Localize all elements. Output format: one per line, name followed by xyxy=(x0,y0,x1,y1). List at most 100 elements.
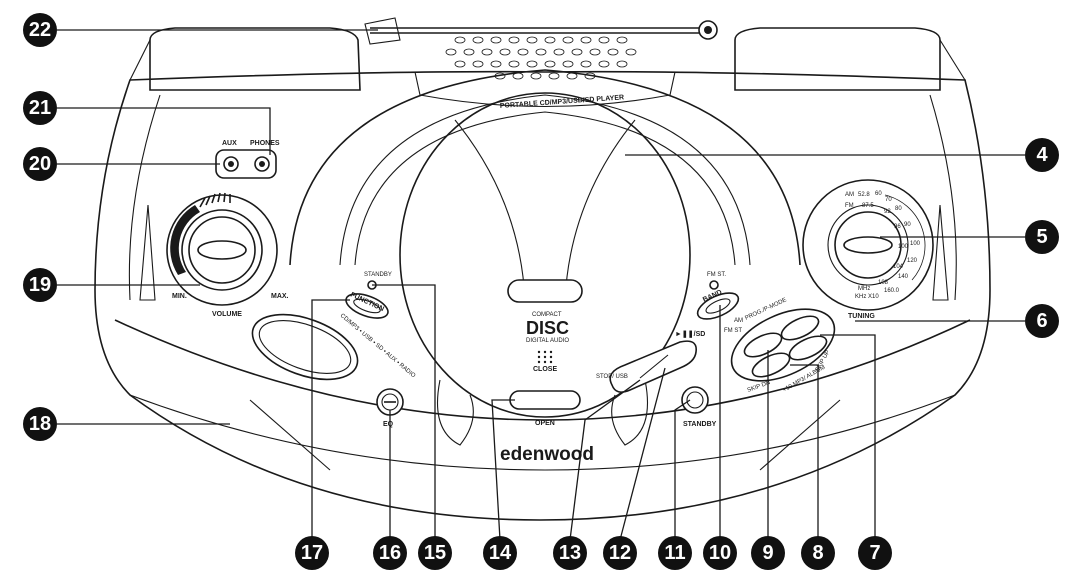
callout-10: 10 xyxy=(703,536,737,570)
svg-text:11: 11 xyxy=(664,542,685,564)
standby-button[interactable] xyxy=(681,386,709,414)
standby-control: STANDBY xyxy=(681,386,717,428)
phones-label: PHONES xyxy=(250,140,280,147)
am-label: AM xyxy=(734,318,743,324)
dial-scale-7: 120 xyxy=(907,258,918,264)
callout-22: 22 xyxy=(23,13,57,47)
dial-scale-fm-2: 92 xyxy=(884,209,891,215)
callout-14: 14 xyxy=(483,536,517,570)
volume-min-label: MIN. xyxy=(172,293,187,300)
band-area: FM ST. BAND AM FM ST xyxy=(696,272,743,334)
callout-4: 4 xyxy=(1025,138,1059,172)
svg-text:7: 7 xyxy=(869,542,880,564)
fmst-led xyxy=(709,280,719,290)
skip-cluster: PROG./P-MODE SKIP DN SKIP UP +10 MP3/ AL… xyxy=(730,297,836,394)
leader-11 xyxy=(674,399,691,540)
callout-16: 16 xyxy=(373,536,407,570)
aux-label: AUX xyxy=(222,140,237,147)
skip-cluster-ring xyxy=(730,308,836,382)
svg-text:22: 22 xyxy=(29,19,51,41)
disc-logo: COMPACT DISC DIGITAL AUDIO CLOSE xyxy=(526,312,569,373)
dial-scale-fm-5: 104 xyxy=(893,264,904,270)
standby-led-label: STANDBY xyxy=(364,272,392,278)
dial-scale-6: 100 xyxy=(910,241,921,247)
tuning-dial-ring xyxy=(802,179,934,311)
volume-knob-grip[interactable] xyxy=(197,240,247,260)
left-speaker-oval xyxy=(251,313,359,381)
play-sd-label: ►❚❚/SD xyxy=(675,330,705,338)
open-label: OPEN xyxy=(535,420,555,427)
svg-text:17: 17 xyxy=(301,542,323,564)
brand-logo: edenwood xyxy=(500,444,594,465)
dial-scale-3: 70 xyxy=(885,197,892,203)
dial-scale-fm-1: 87.5 xyxy=(862,203,874,209)
callout-15: 15 xyxy=(418,536,452,570)
svg-text:15: 15 xyxy=(424,542,446,564)
svg-text:9: 9 xyxy=(762,542,773,564)
callout-19: 19 xyxy=(23,268,57,302)
tuning-label: TUNING xyxy=(848,313,875,320)
top-grille-holes xyxy=(445,36,637,80)
open-button[interactable] xyxy=(509,390,581,410)
volume-knob-outer xyxy=(181,209,263,291)
dial-scale-2: 60 xyxy=(875,191,882,197)
leader-12 xyxy=(619,367,666,541)
tuning-scale-arc xyxy=(884,194,926,281)
volume-ticks xyxy=(199,192,231,208)
volume-ring xyxy=(166,194,278,306)
stop-usb-label: STOP/ USB xyxy=(596,374,628,380)
dial-scale-9: 160.0 xyxy=(884,288,900,294)
callout-18: 18 xyxy=(23,407,57,441)
dial-am-label: AM xyxy=(845,192,854,198)
svg-text:6: 6 xyxy=(1036,310,1047,332)
eq-label: EQ xyxy=(383,421,394,428)
svg-text:5: 5 xyxy=(1036,226,1047,248)
close-label: CLOSE xyxy=(533,366,557,373)
svg-text:16: 16 xyxy=(379,542,401,564)
dial-khz-label: KHz X10 xyxy=(855,294,879,300)
tuning-knob-grip[interactable] xyxy=(843,236,893,254)
dial-scale: 52.8 60 70 80 90 100 120 140 160.0 xyxy=(858,191,921,294)
disc-logo-main: DISC xyxy=(526,318,569,338)
jack-panel: AUX PHONES xyxy=(215,140,280,179)
standby-button-label: STANDBY xyxy=(683,421,717,428)
cd-lid[interactable] xyxy=(399,92,691,418)
left-foot-cutout xyxy=(436,379,474,446)
svg-text:4: 4 xyxy=(1036,144,1048,166)
svg-text:14: 14 xyxy=(489,542,512,564)
svg-text:12: 12 xyxy=(609,542,631,564)
svg-text:8: 8 xyxy=(812,542,823,564)
handle-arch-outer xyxy=(289,69,801,266)
fmst-label: FM ST. xyxy=(707,272,726,278)
function-modes-label: CD/MP3 • USB • SD • AUX • RADIO xyxy=(339,313,417,380)
callout-21: 21 xyxy=(23,91,57,125)
leader-15 xyxy=(372,284,436,540)
volume-max-label: MAX. xyxy=(271,293,289,300)
lid-close-pad[interactable] xyxy=(507,279,583,303)
dial-scale-8: 140 xyxy=(898,274,909,280)
dial-fm-label: FM xyxy=(845,203,854,209)
volume-scale-bar xyxy=(170,205,200,275)
svg-text:20: 20 xyxy=(29,153,51,175)
right-foot-cutout xyxy=(611,379,649,446)
callout-9: 9 xyxy=(751,536,785,570)
tuning-control: AM FM 52.8 60 70 80 90 100 120 140 160.0… xyxy=(802,179,934,320)
svg-text:10: 10 xyxy=(709,542,731,564)
right-side-vent xyxy=(932,204,949,301)
dial-scale-1: 52.8 xyxy=(858,192,870,198)
dial-scale-5: 90 xyxy=(904,222,911,228)
top-grille-area xyxy=(414,71,676,108)
callout-5: 5 xyxy=(1025,220,1059,254)
callout-20: 20 xyxy=(23,147,57,181)
disc-logo-bottom: DIGITAL AUDIO xyxy=(526,338,569,344)
svg-text:19: 19 xyxy=(29,274,51,296)
dial-scale-fm-4: 100 xyxy=(898,244,909,250)
dial-scale-fm: 87.5 92 96 100 104 108 xyxy=(862,203,909,286)
album-button[interactable] xyxy=(749,348,793,381)
callout-13: 13 xyxy=(553,536,587,570)
skip-down-button[interactable] xyxy=(741,328,785,361)
leader-7 xyxy=(820,334,876,540)
svg-text:13: 13 xyxy=(559,542,581,564)
handle-arch-inner xyxy=(339,94,751,266)
